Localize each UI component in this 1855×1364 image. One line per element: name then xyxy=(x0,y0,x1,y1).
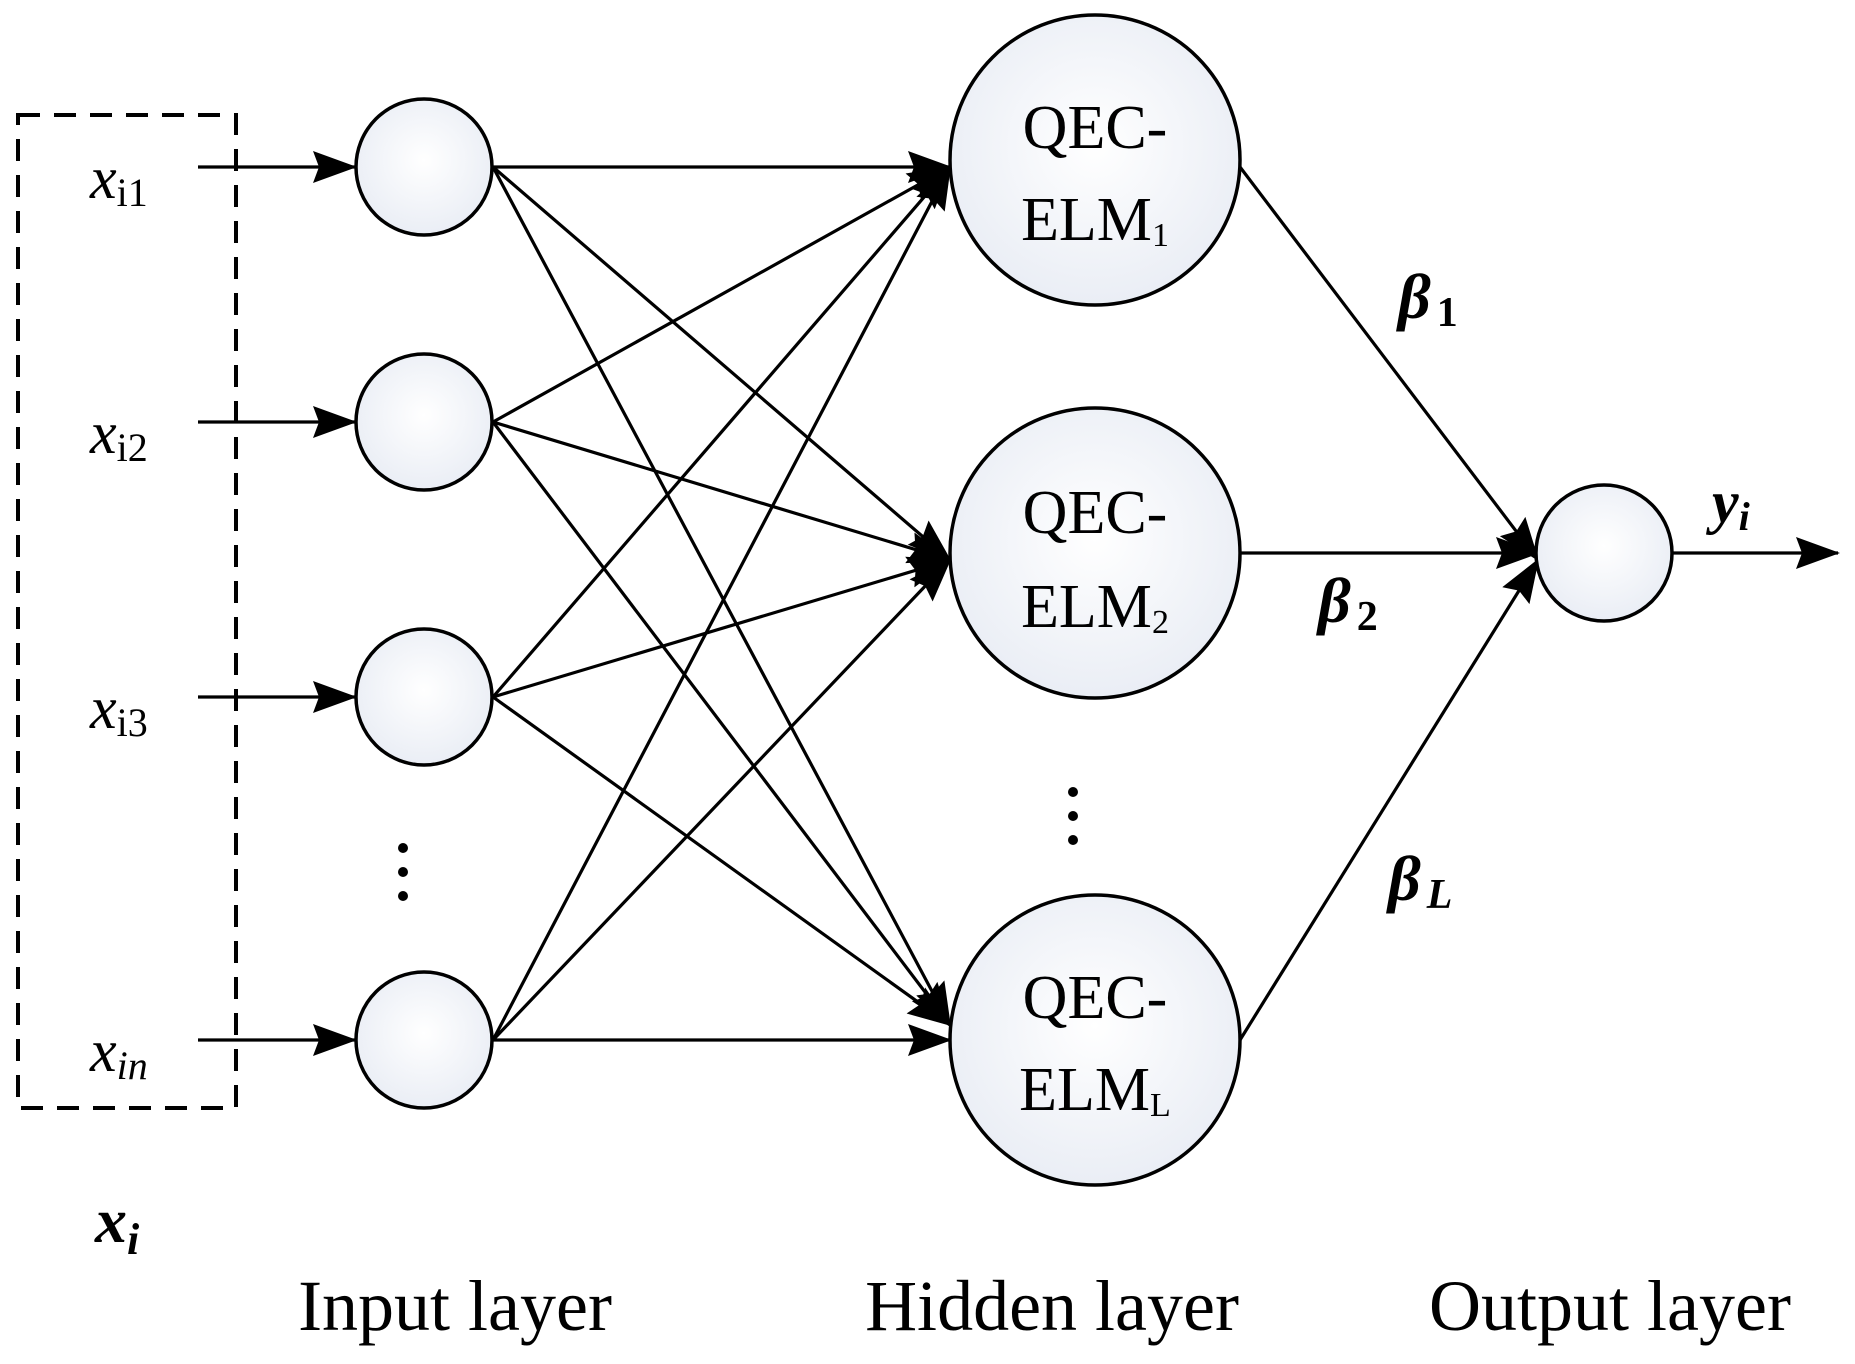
input-label-1: xi1 xyxy=(89,145,148,215)
hidden-layer-label: Hidden layer xyxy=(865,1266,1239,1346)
edge-in3-h1 xyxy=(491,165,952,699)
output-layer-label: Output layer xyxy=(1429,1266,1791,1346)
input-arrows xyxy=(198,151,357,1056)
input-label-n: xin xyxy=(89,1018,148,1088)
input-vector-box xyxy=(16,113,238,1110)
edge-in1-hL xyxy=(491,166,952,1027)
hidden-layer-nodes: QEC- ELM1 QEC- ELM2 QEC- ELML xyxy=(948,13,1242,1187)
edge-in3-hL xyxy=(492,695,952,1027)
layer-labels: Input layer Hidden layer Output layer xyxy=(298,1266,1791,1346)
input-node-1 xyxy=(354,97,494,237)
hidden-output-connections xyxy=(1238,166,1540,1041)
input-vector-label: xi xyxy=(94,1185,140,1264)
hidden-node-L-line2: ELML xyxy=(1019,1056,1171,1124)
input-layer-label: Input layer xyxy=(298,1266,612,1346)
edge-in2-hL xyxy=(491,421,952,1027)
edge-inn-h2 xyxy=(491,558,952,1042)
output-label: yi xyxy=(1706,469,1750,539)
edge-in3-h2 xyxy=(492,556,952,699)
output-node xyxy=(1534,483,1674,623)
input-ellipsis xyxy=(398,843,408,901)
edge-inn-h1 xyxy=(491,165,952,1041)
input-label-2: xi2 xyxy=(89,400,148,470)
edge-in2-h1 xyxy=(492,165,952,424)
hidden-node-1-line2: ELM1 xyxy=(1021,186,1169,254)
edge-h1-out xyxy=(1238,166,1540,562)
input-labels: xi1 xi2 xi3 xin xyxy=(89,145,148,1088)
edge-hL-out xyxy=(1238,558,1540,1041)
input-layer-nodes xyxy=(354,97,494,1110)
input-node-2 xyxy=(354,352,494,492)
hidden-node-L: QEC- ELML xyxy=(948,893,1242,1187)
hidden-node-1-line1: QEC- xyxy=(1023,94,1168,162)
input-node-3 xyxy=(354,627,494,767)
hidden-node-1: QEC- ELM1 xyxy=(948,13,1242,307)
hidden-node-L-line1: QEC- xyxy=(1023,964,1168,1032)
input-node-n xyxy=(354,970,494,1110)
hidden-node-2: QEC- ELM2 xyxy=(948,406,1242,700)
hidden-node-2-line1: QEC- xyxy=(1023,479,1168,547)
edge-in1-h2 xyxy=(491,165,952,562)
input-hidden-connections xyxy=(491,151,952,1056)
input-label-3: xi3 xyxy=(89,675,148,745)
hidden-ellipsis xyxy=(1068,787,1078,845)
hidden-node-2-line2: ELM2 xyxy=(1021,573,1169,641)
edge-in2-h2 xyxy=(492,420,952,564)
